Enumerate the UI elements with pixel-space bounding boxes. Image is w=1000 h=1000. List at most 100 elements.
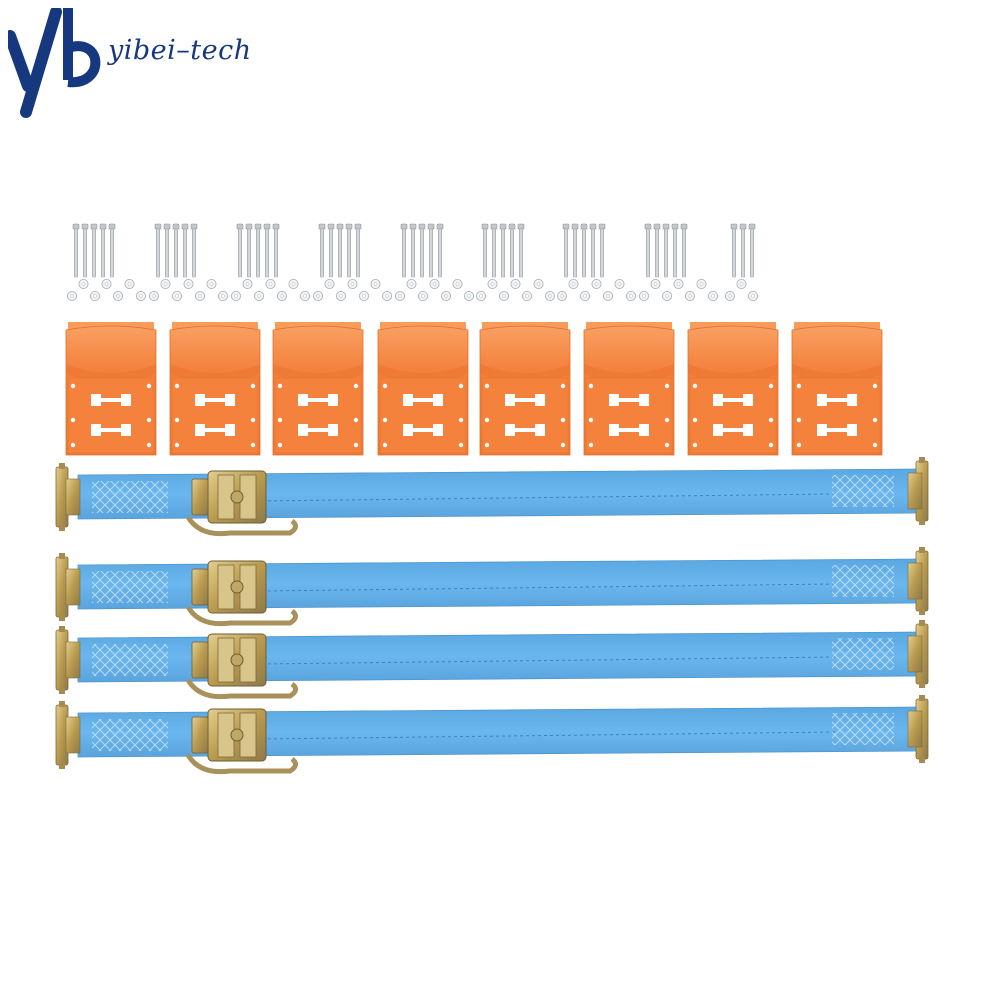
bolt-icon: [671, 223, 679, 230]
hardware-set: [475, 223, 556, 301]
bolt-icon: [72, 223, 80, 230]
bolt-icon: [508, 223, 516, 230]
bolt-icon: [680, 223, 688, 230]
e-fitting: [55, 553, 81, 621]
bolt-icon: [154, 223, 162, 230]
bracket-slot: [195, 424, 235, 436]
e-track-bracket: [479, 322, 571, 456]
bracket-slot: [713, 394, 753, 406]
bolt-icon: [318, 223, 326, 230]
ratchet-handle: [185, 605, 298, 627]
ratchet-handle: [185, 515, 298, 537]
bolt-icon: [748, 223, 756, 230]
hardware-set: [67, 223, 146, 301]
bolt-icon: [662, 223, 670, 230]
bolt-icon: [354, 223, 362, 230]
bolt-icon: [236, 223, 244, 230]
brand-name: yibei–tech: [108, 35, 252, 66]
e-fitting: [55, 701, 81, 769]
bolt-icon: [400, 223, 408, 230]
hardware-set: [148, 223, 228, 301]
bracket-slot: [91, 424, 131, 436]
ratchet-strap: [55, 457, 929, 537]
e-fitting: [55, 463, 81, 531]
strap-stitching: [832, 565, 894, 597]
bracket-slot: [91, 394, 131, 406]
bolt-icon: [739, 223, 747, 230]
bracket-slot: [298, 424, 338, 436]
bolt-icon: [81, 223, 89, 230]
e-track-bracket: [377, 322, 469, 456]
e-track-bracket: [169, 322, 261, 456]
ratchet-buckle: [185, 633, 298, 700]
strap-stitching: [832, 713, 894, 745]
bolt-icon: [108, 223, 116, 230]
strap-stitching: [832, 475, 894, 507]
strap-stitching: [92, 719, 168, 751]
e-fitting: [907, 457, 929, 525]
hardware-set: [230, 223, 310, 301]
hardware-set: [557, 223, 637, 301]
bolt-icon: [589, 223, 597, 230]
bolt-icon: [580, 223, 588, 230]
bolt-icon: [644, 223, 652, 230]
ratchet-buckle: [185, 560, 298, 627]
bolt-icon: [409, 223, 417, 230]
strap-stitching: [832, 638, 894, 670]
e-track-bracket: [583, 322, 675, 456]
bracket-slot: [403, 424, 443, 436]
bracket-slot: [403, 394, 443, 406]
e-track-bracket: [791, 322, 883, 456]
bracket-slot: [817, 424, 857, 436]
e-track-bracket: [687, 322, 779, 456]
e-fitting: [907, 547, 929, 615]
bolt-icon: [163, 223, 171, 230]
e-track-bracket: [272, 322, 364, 456]
e-track-bracket: [65, 322, 157, 456]
ratchet-handle: [185, 678, 298, 700]
bracket-slot: [195, 394, 235, 406]
ratchet-strap: [55, 695, 929, 775]
bolt-icon: [436, 223, 444, 230]
bolt-icon: [336, 223, 344, 230]
bolt-icon: [272, 223, 280, 230]
bolt-icon: [90, 223, 98, 230]
strap-stitching: [92, 644, 168, 676]
brand-monogram-icon: [8, 8, 101, 118]
bolt-icon: [490, 223, 498, 230]
bolt-icon: [418, 223, 426, 230]
bolt-icon: [730, 223, 738, 230]
bracket-slot: [505, 424, 545, 436]
bolt-icon: [181, 223, 189, 230]
ratchet-buckle: [185, 708, 298, 775]
bracket-slot: [298, 394, 338, 406]
bolt-icon: [598, 223, 606, 230]
hardware-set: [725, 223, 759, 301]
ratchet-handle: [185, 753, 298, 775]
hardware-set: [312, 223, 392, 301]
bolt-icon: [99, 223, 107, 230]
bracket-slot: [609, 424, 649, 436]
bolt-icon: [562, 223, 570, 230]
bolt-icon: [345, 223, 353, 230]
brand-logo: yibei–tech: [8, 8, 258, 118]
bracket-slot: [505, 394, 545, 406]
hardware-set: [394, 223, 474, 301]
ratchet-buckle: [185, 470, 298, 537]
e-fitting: [55, 626, 81, 694]
bolt-icon: [571, 223, 579, 230]
bolt-icon: [190, 223, 198, 230]
bracket-slot: [609, 394, 649, 406]
bolt-icon: [254, 223, 262, 230]
bolt-icon: [427, 223, 435, 230]
bolt-icon: [481, 223, 489, 230]
bracket-slot: [817, 394, 857, 406]
bolt-icon: [263, 223, 271, 230]
bolt-icon: [653, 223, 661, 230]
hardware-set: [639, 223, 719, 301]
strap-stitching: [92, 571, 168, 603]
bolt-icon: [499, 223, 507, 230]
strap-stitching: [92, 481, 168, 513]
e-fitting: [907, 620, 929, 688]
